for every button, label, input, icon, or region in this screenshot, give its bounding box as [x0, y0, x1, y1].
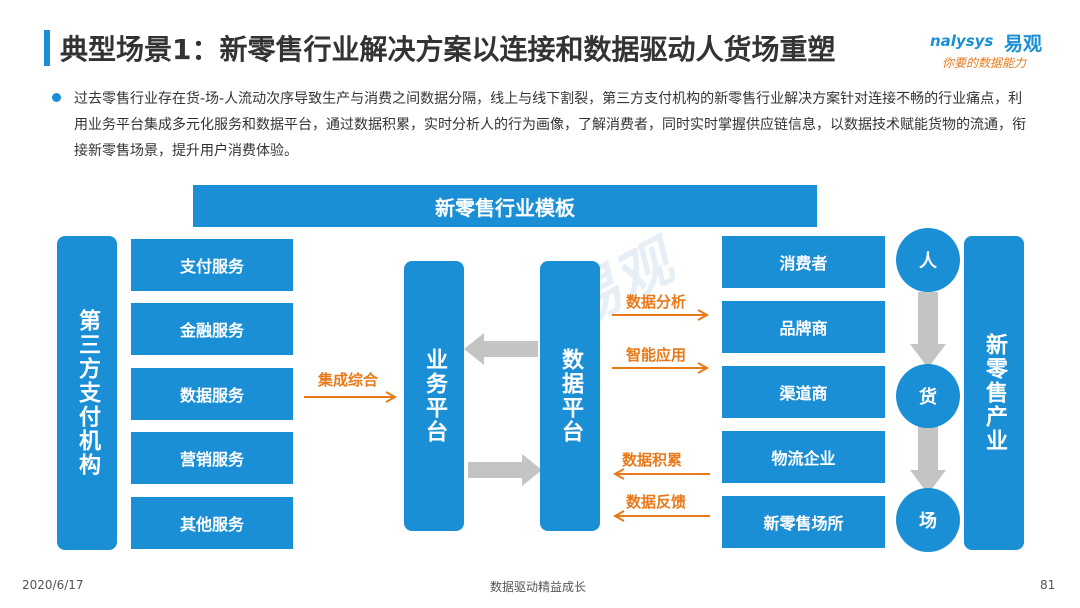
arrow-left-icon	[464, 333, 538, 365]
footer-date: 2020/6/17	[22, 578, 84, 592]
service-box: 其他服务	[131, 497, 293, 549]
logo-slogan: 你要的数据能力	[942, 56, 1027, 70]
down-arrow-icon	[910, 292, 946, 368]
flow-label: 数据积累	[622, 451, 683, 469]
service-box: 数据服务	[131, 368, 293, 420]
cycle-people: 人	[896, 228, 960, 292]
integrate-label: 集成综合	[318, 371, 379, 389]
business-platform: 业务平台	[404, 261, 464, 531]
service-box: 支付服务	[131, 239, 293, 291]
template-banner: 新零售行业模板	[193, 185, 817, 227]
down-arrow-icon	[910, 422, 946, 494]
flow-arrow-right-icon	[612, 309, 710, 321]
service-box: 金融服务	[131, 303, 293, 355]
flow-arrow-left-icon	[612, 468, 710, 480]
cycle-goods: 货	[896, 364, 960, 428]
logo-brand: 易观	[1004, 33, 1043, 55]
flow-arrow-left-icon	[612, 510, 710, 522]
footer-slogan: 数据驱动精益成长	[490, 580, 587, 594]
page-title: 典型场景1：新零售行业解决方案以连接和数据驱动人货场重塑	[60, 33, 836, 66]
third-party-payment-bar: 第三方支付机构	[57, 236, 117, 550]
service-box: 营销服务	[131, 432, 293, 484]
flow-label: 数据反馈	[626, 493, 687, 511]
cycle-place: 场	[896, 488, 960, 552]
data-platform: 数据平台	[540, 261, 600, 531]
bullet-text: 过去零售行业存在货-场-人流动次序导致生产与消费之间数据分隔，线上与线下割裂，第…	[74, 91, 1026, 159]
title-accent-bar	[44, 30, 50, 66]
retail-item-box: 物流企业	[722, 431, 885, 483]
arrow-right-icon	[468, 454, 542, 486]
bullet-icon	[52, 93, 61, 102]
page-number: 81	[1040, 578, 1056, 592]
logo-text: nalysys	[930, 32, 994, 50]
new-retail-industry-bar: 新零售产业	[964, 236, 1024, 550]
retail-item-box: 品牌商	[722, 301, 885, 353]
retail-item-box: 新零售场所	[722, 496, 885, 548]
flow-arrow-right-icon	[612, 362, 710, 374]
integrate-arrow-icon	[304, 391, 398, 403]
retail-item-box: 消费者	[722, 236, 885, 288]
flow-label: 智能应用	[626, 346, 687, 364]
flow-label: 数据分析	[626, 293, 687, 311]
retail-item-box: 渠道商	[722, 366, 885, 418]
